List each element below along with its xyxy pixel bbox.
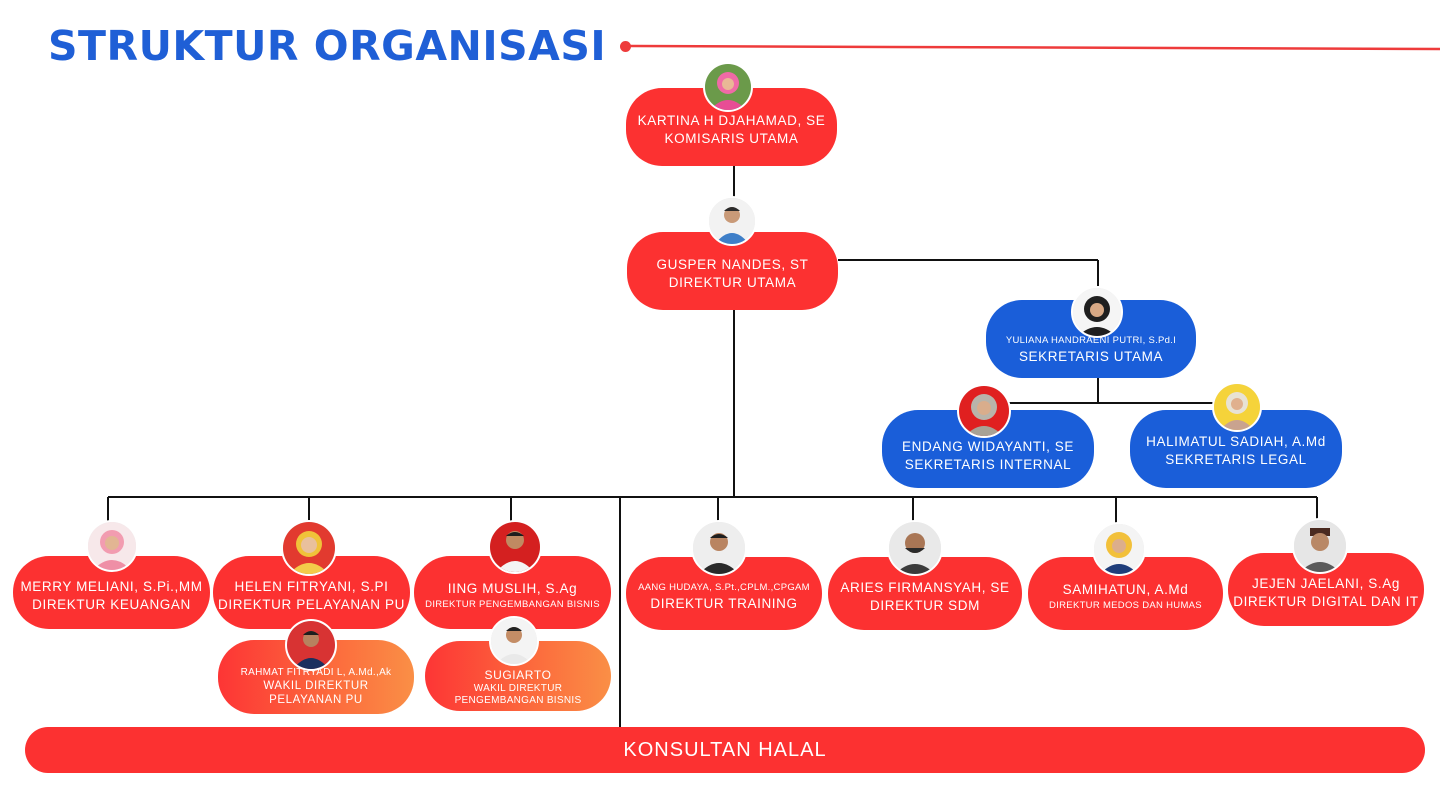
- node-name: HALIMATUL SADIAH, A.Md: [1146, 434, 1326, 449]
- node-role: DIREKTUR KEUANGAN: [32, 596, 191, 612]
- avatar-helen: [281, 520, 337, 576]
- node-name: HELEN FITRYANI, S.PI: [234, 578, 389, 594]
- avatar-kartina: [703, 62, 753, 112]
- avatar-halimatul: [1212, 382, 1262, 432]
- avatar-yuliana: [1071, 286, 1123, 338]
- node-name: SAMIHATUN, A.Md: [1062, 581, 1189, 597]
- node-name: AANG HUDAYA, S.Pt.,CPLM.,CPGAM: [638, 581, 810, 593]
- avatar-gusper: [707, 196, 757, 246]
- node-role: KOMISARIS UTAMA: [664, 131, 799, 146]
- node-name: ARIES FIRMANSYAH, SE: [840, 579, 1010, 595]
- avatar-endang: [957, 384, 1011, 438]
- node-role: DIREKTUR DIGITAL DAN IT: [1233, 593, 1419, 609]
- node-name: RAHMAT FITRYADI L, A.Md.,Ak: [240, 667, 392, 678]
- avatar-aang: [691, 520, 747, 576]
- node-direktur-keuangan: MERRY MELIANI, S.Pi.,MM DIREKTUR KEUANGA…: [13, 556, 210, 629]
- node-name: ENDANG WIDAYANTI, SE: [901, 439, 1075, 454]
- node-name: GUSPER NANDES, ST: [656, 257, 809, 272]
- node-role: SEKRETARIS UTAMA: [1018, 349, 1164, 364]
- avatar-sugiarto: [489, 616, 539, 666]
- title-accent-dot: [620, 41, 631, 52]
- node-role-line1: WAKIL DIREKTUR: [473, 682, 563, 694]
- node-sekretaris-utama: YULIANA HANDRAENI PUTRI, S.Pd.I SEKRETAR…: [986, 300, 1196, 378]
- node-name: YULIANA HANDRAENI PUTRI, S.Pd.I: [1005, 335, 1177, 346]
- node-role: DIREKTUR SDM: [870, 597, 980, 613]
- avatar-aries: [887, 520, 943, 576]
- node-role-line2: PENGEMBANGAN BISNIS: [454, 694, 582, 706]
- avatar-jejen: [1292, 518, 1348, 574]
- node-name: IING MUSLIH, S.Ag: [447, 580, 578, 596]
- node-role: DIREKTUR MEDOS DAN HUMAS: [1049, 599, 1202, 611]
- node-role: DIREKTUR PENGEMBANGAN BISNIS: [425, 598, 600, 610]
- title-accent-line: [629, 44, 1440, 51]
- avatar-iing: [488, 520, 542, 574]
- konsultan-halal-bar: KONSULTAN HALAL: [25, 727, 1425, 773]
- node-role: DIREKTUR UTAMA: [668, 275, 797, 290]
- node-role-line1: WAKIL DIREKTUR: [263, 680, 369, 692]
- page-title: STRUKTUR ORGANISASI: [48, 22, 607, 70]
- node-name: KARTINA H DJAHAMAD, SE: [637, 113, 826, 128]
- avatar-samihatun: [1092, 522, 1146, 576]
- avatar-merry: [86, 520, 138, 572]
- node-direktur-sdm: ARIES FIRMANSYAH, SE DIREKTUR SDM: [828, 557, 1022, 630]
- node-role: DIREKTUR PELAYANAN PU: [218, 596, 405, 612]
- node-role: SEKRETARIS INTERNAL: [904, 457, 1072, 472]
- avatar-rahmat: [285, 619, 337, 671]
- node-role: DIREKTUR TRAINING: [650, 595, 798, 611]
- node-direktur-digital-it: JEJEN JAELANI, S.Ag DIREKTUR DIGITAL DAN…: [1228, 553, 1424, 626]
- node-role-line2: PELAYANAN PU: [269, 694, 363, 706]
- node-direktur-pelayanan-pu: HELEN FITRYANI, S.PI DIREKTUR PELAYANAN …: [213, 556, 410, 629]
- node-name: MERRY MELIANI, S.Pi.,MM: [20, 578, 203, 594]
- node-name: SUGIARTO: [484, 667, 552, 682]
- node-role: SEKRETARIS LEGAL: [1165, 452, 1307, 467]
- node-name: JEJEN JAELANI, S.Ag: [1252, 575, 1400, 591]
- node-wakil-direktur-pengembangan-bisnis: SUGIARTO WAKIL DIREKTUR PENGEMBANGAN BIS…: [425, 641, 611, 711]
